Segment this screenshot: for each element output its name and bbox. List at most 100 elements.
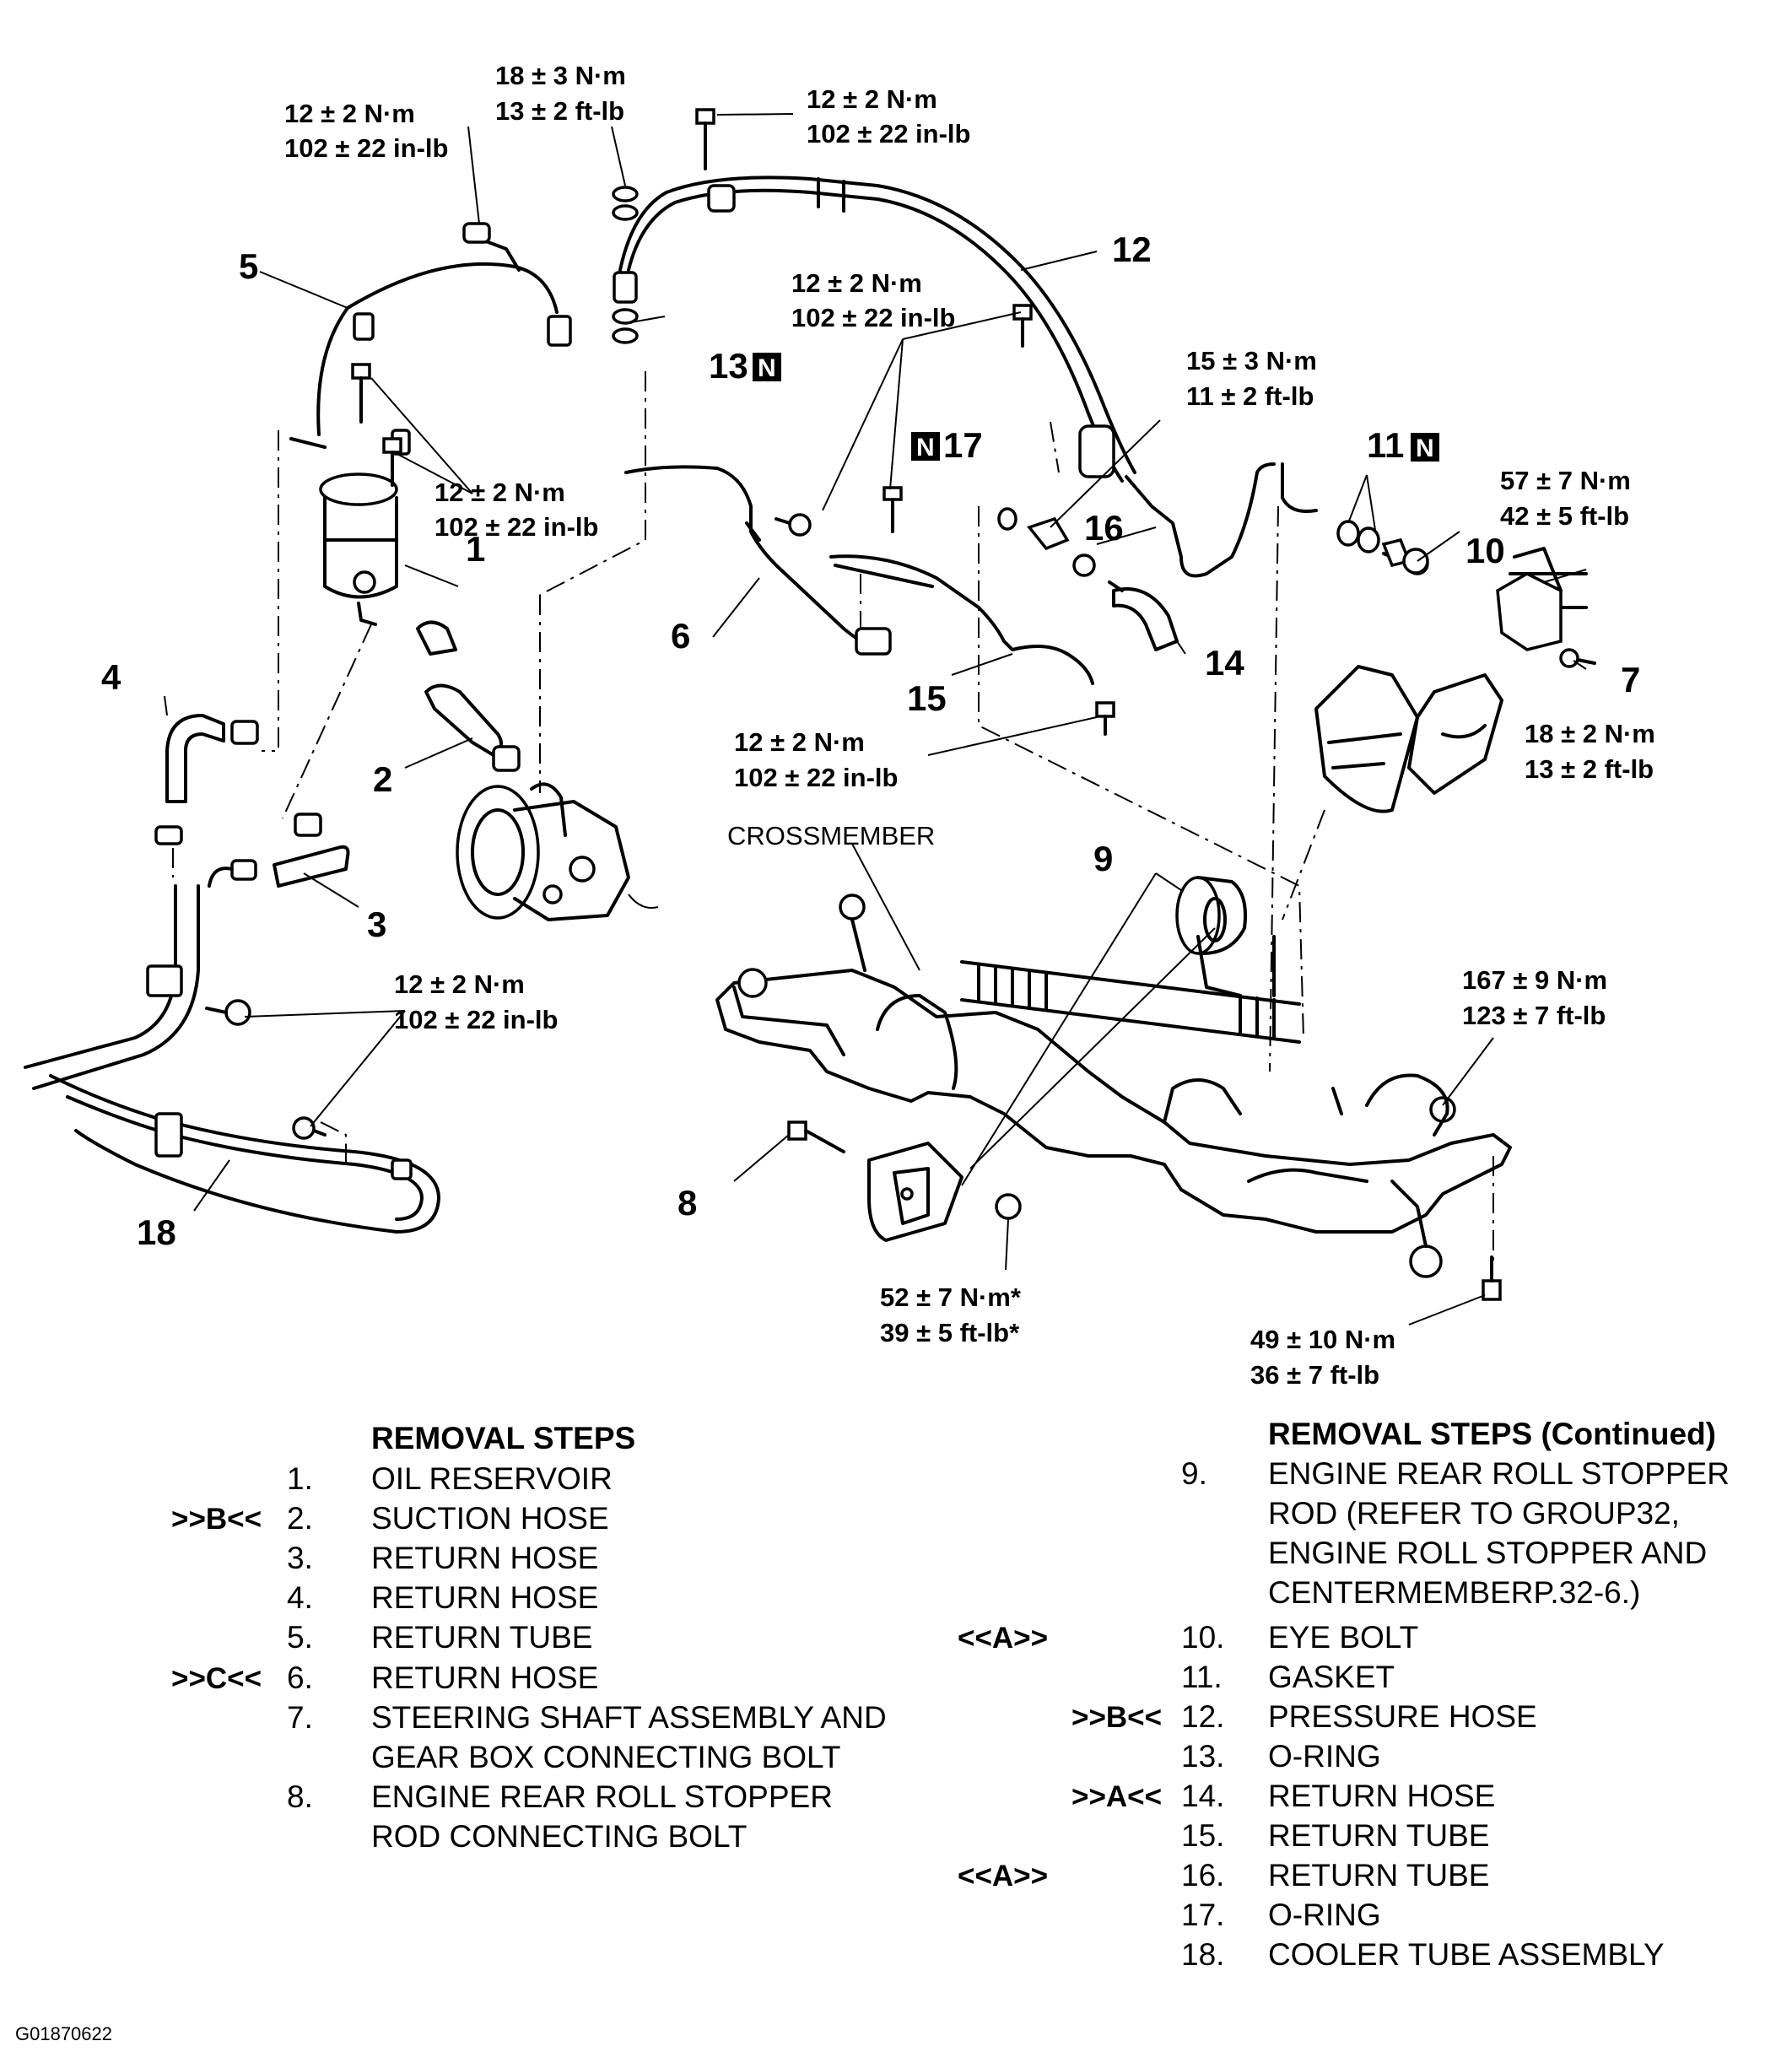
step-mark: >>B<< xyxy=(1071,1701,1162,1734)
step-number: 17. xyxy=(1181,1898,1224,1932)
torque-crossmember-ftlb: 123 ± 7 ft-lb xyxy=(1462,1001,1606,1030)
callout-8: 8 xyxy=(677,1183,697,1223)
step-number: 15. xyxy=(1181,1818,1224,1853)
step-text: RETURN HOSE xyxy=(371,1541,598,1575)
callout-14: 14 xyxy=(1205,643,1244,683)
pressure-hose-12 xyxy=(627,188,1124,483)
torque-top-b-inlb: 102 ± 22 in-lb xyxy=(284,133,448,163)
gaskets-11 xyxy=(1336,520,1380,553)
torque-crossmember-nm: 167 ± 9 N·m xyxy=(1462,965,1607,995)
step-number: 13. xyxy=(1181,1739,1224,1774)
eye-bolt-10 xyxy=(1381,537,1429,575)
o-rings-13 xyxy=(612,186,639,344)
torque-8-nm: 52 ± 7 N·m* xyxy=(880,1282,1022,1312)
torque-reservoir-nm: 12 ± 2 N·m xyxy=(435,478,565,507)
torque-top-a-ftlb: 13 ± 2 ft-lb xyxy=(495,96,624,126)
roll-stopper-bracket-8 xyxy=(867,1142,963,1242)
torque-7-ftlb: 13 ± 2 ft-lb xyxy=(1525,754,1654,784)
new-part-mark-13-text: N xyxy=(758,354,776,382)
callout-11: 11 xyxy=(1367,425,1404,465)
diagram-artwork xyxy=(24,108,1596,1326)
step-text: ENGINE REAR ROLL STOPPER xyxy=(1268,1456,1730,1491)
callout-1: 1 xyxy=(466,529,485,569)
torque-bottom-nm: 49 ± 10 N·m xyxy=(1250,1325,1395,1354)
new-part-mark-17 xyxy=(911,432,940,461)
callout-10: 10 xyxy=(1465,531,1505,570)
torque-top-c-nm: 12 ± 2 N·m xyxy=(807,84,937,114)
return-hose-14-end xyxy=(1108,580,1124,592)
alignment-lines xyxy=(172,371,1494,1266)
step-number: 2. xyxy=(287,1501,313,1536)
removal-heading: REMOVAL STEPS xyxy=(371,1421,635,1455)
return-hose-6 xyxy=(624,465,888,651)
cooler-tube-assembly xyxy=(24,867,440,1234)
callout-6: 6 xyxy=(671,616,690,656)
step-mark: <<A>> xyxy=(958,1622,1048,1655)
return-tube-16 xyxy=(1027,516,1096,577)
torque-16-nm: 15 ± 3 N·m xyxy=(1186,346,1317,375)
step-number: 1. xyxy=(287,1461,313,1496)
steering-boot-cover xyxy=(1314,665,1503,813)
removal-continued-heading: REMOVAL STEPS (Continued) xyxy=(1268,1417,1716,1451)
step-number: 12. xyxy=(1181,1699,1224,1734)
step-text: RETURN TUBE xyxy=(1268,1818,1489,1853)
callout-17: 17 xyxy=(943,425,983,465)
step-number: 4. xyxy=(287,1580,313,1615)
return-tube-15 xyxy=(829,554,1094,685)
callout-5: 5 xyxy=(239,246,258,286)
step-text: COOLER TUBE ASSEMBLY xyxy=(1268,1937,1665,1972)
torque-top-b-nm: 12 ± 2 N·m xyxy=(284,99,415,128)
step-number: 9. xyxy=(1181,1456,1207,1491)
step-text: ENGINE REAR ROLL STOPPER xyxy=(371,1779,833,1814)
new-part-mark-17-text: N xyxy=(916,434,935,462)
step-text: O-RING xyxy=(1268,1898,1381,1932)
callout-9: 9 xyxy=(1093,839,1113,878)
step-text: O-RING xyxy=(1268,1739,1381,1774)
step-text: RETURN TUBE xyxy=(371,1620,592,1655)
step-number: 5. xyxy=(287,1620,313,1655)
torque-18-inlb: 102 ± 22 in-lb xyxy=(394,1005,558,1034)
removal-steps-left: REMOVAL STEPS >>B<< >>C<< 1. OIL RESERVO… xyxy=(171,1421,887,1854)
step-text: ENGINE ROLL STOPPER AND xyxy=(1268,1536,1707,1570)
torque-mid-a-inlb: 102 ± 22 in-lb xyxy=(791,303,955,332)
callout-13: 13 xyxy=(709,346,748,386)
return-tube-5 xyxy=(316,262,559,436)
roll-stopper-rod-9 xyxy=(1175,876,1247,955)
power-steering-pump xyxy=(456,782,659,921)
callout-12: 12 xyxy=(1112,229,1152,269)
part-callouts: 1 2 3 4 5 6 7 8 9 10 11 N 12 13 N 14 15 … xyxy=(101,229,1640,1252)
step-number: 7. xyxy=(287,1700,313,1735)
callout-7: 7 xyxy=(1621,660,1640,699)
step-text: GASKET xyxy=(1268,1660,1395,1694)
step-number: 11. xyxy=(1181,1660,1223,1694)
step-mark: >>A<< xyxy=(1071,1780,1162,1813)
return-hose-4 xyxy=(165,714,225,803)
suction-hose-2 xyxy=(424,683,503,757)
torque-top-a-nm: 18 ± 3 N·m xyxy=(495,61,626,90)
crossmember-assembly xyxy=(715,894,1512,1278)
oil-reservoir xyxy=(319,472,398,626)
torque-mid-a-nm: 12 ± 2 N·m xyxy=(791,268,922,298)
step-text: ROD (REFER TO GROUP32, xyxy=(1268,1496,1680,1531)
torque-top-c-inlb: 102 ± 22 in-lb xyxy=(807,119,970,148)
new-part-mark-11 xyxy=(1411,433,1439,462)
callout-2: 2 xyxy=(373,759,392,799)
clamp-icon xyxy=(462,222,491,244)
step-text: RETURN HOSE xyxy=(371,1660,598,1695)
new-part-mark-13 xyxy=(753,353,781,381)
step-number: 10. xyxy=(1181,1620,1224,1655)
crossmember-label: CROSSMEMBER xyxy=(727,821,935,850)
torque-bottom-ftlb: 36 ± 7 ft-lb xyxy=(1250,1360,1379,1390)
torque-reservoir-inlb: 102 ± 22 in-lb xyxy=(435,512,598,542)
torque-10-ftlb: 42 ± 5 ft-lb xyxy=(1500,501,1629,531)
step-text: PRESSURE HOSE xyxy=(1268,1699,1537,1734)
torque-18-nm: 12 ± 2 N·m xyxy=(394,969,525,999)
step-text: RETURN TUBE xyxy=(1268,1858,1489,1893)
step-number: 6. xyxy=(287,1660,313,1695)
step-number: 8. xyxy=(287,1779,313,1814)
torque-15-nm: 12 ± 2 N·m xyxy=(734,727,865,757)
step-mark: >>C<< xyxy=(171,1662,262,1695)
torque-15-inlb: 102 ± 22 in-lb xyxy=(734,763,898,792)
removal-steps-right: REMOVAL STEPS (Continued) <<A>> >>B<< >>… xyxy=(958,1417,1730,1972)
leader-lines xyxy=(164,113,1587,1326)
